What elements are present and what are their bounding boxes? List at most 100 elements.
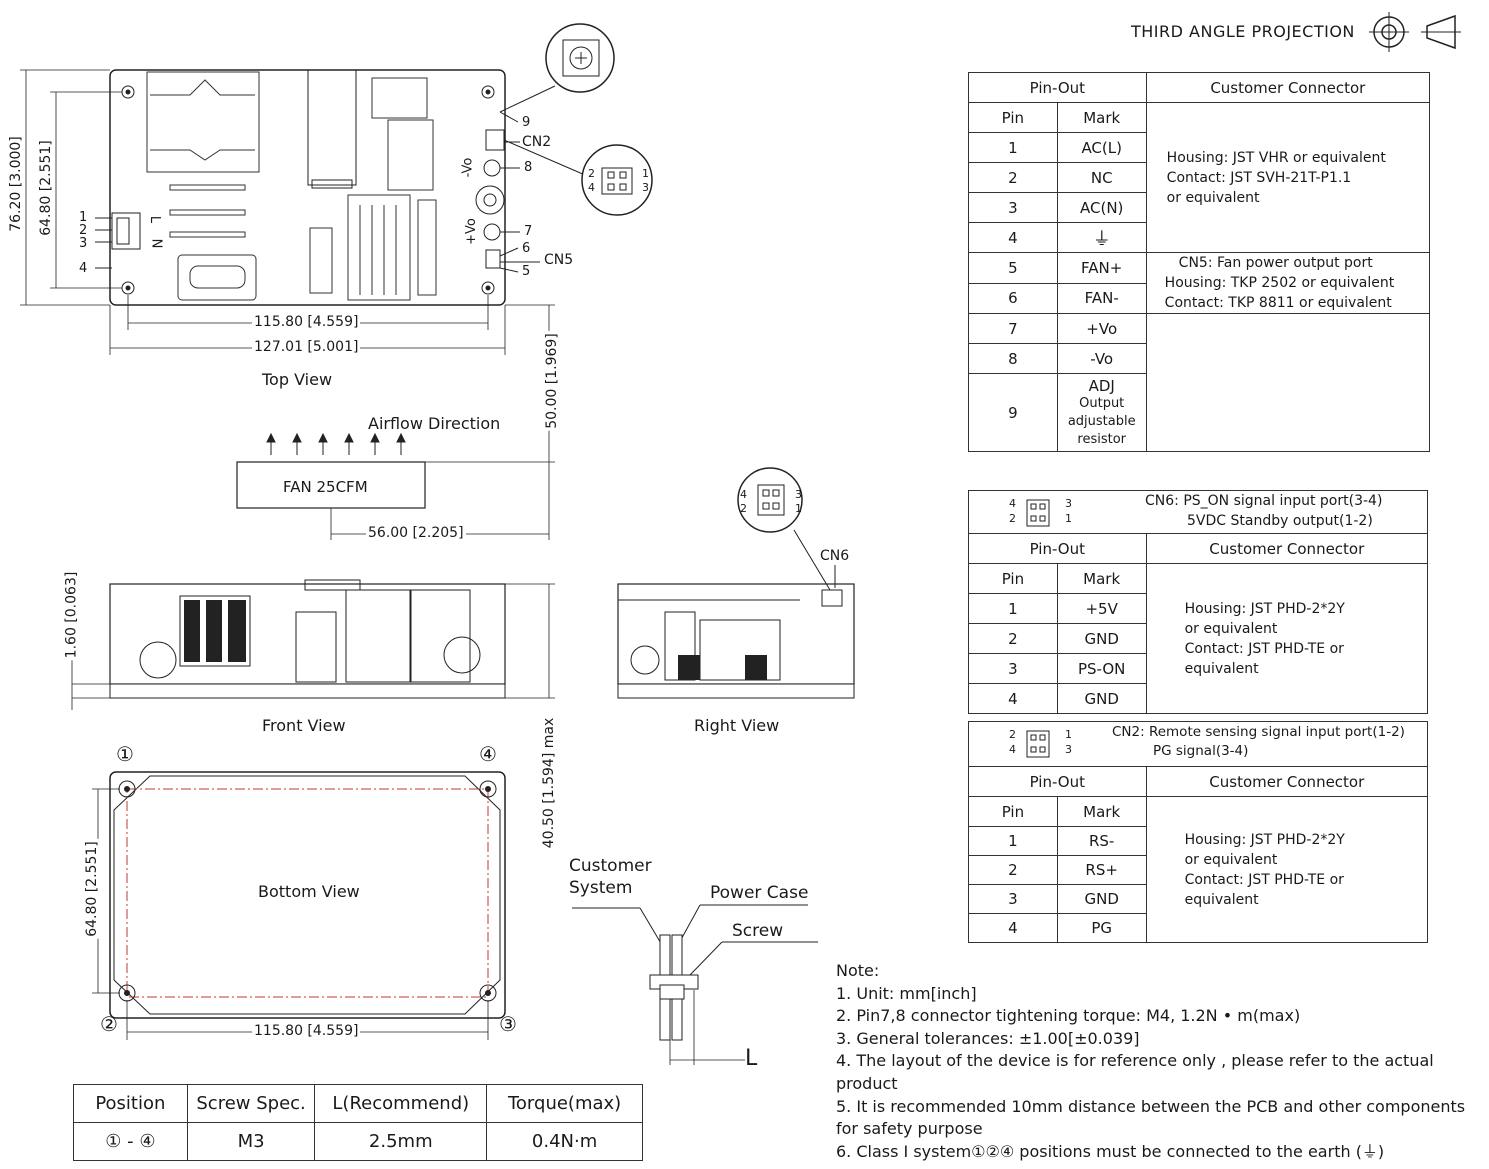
pin-cell: 3 (968, 884, 1058, 914)
pin-cell: 8 (968, 343, 1058, 374)
pin-cell: 4 (968, 913, 1058, 943)
connector-cell-b: CN5: Fan power output port Housing: TKP … (1145, 252, 1431, 314)
cn2-conn-line-2: or equivalent (1184, 851, 1278, 868)
notes-block: Note: 1. Unit: mm[inch] 2. Pin7,8 connec… (836, 960, 1486, 1163)
pin-cell: 2 (968, 623, 1058, 654)
screw-cell-spec: M3 (186, 1122, 316, 1161)
cn6-conn-line-1: Housing: JST PHD-2*2Y (1184, 600, 1345, 617)
l-label: L (745, 1046, 758, 1071)
mark-cell: FAN- (1056, 282, 1147, 314)
bottom-corner-2: ② (100, 1012, 118, 1036)
cn6-label: CN6 (820, 548, 850, 564)
cn6-zoom-pin-1: 1 (795, 502, 802, 515)
top-view-pin-6: 6 (522, 241, 531, 256)
screw-cell-torque: 0.4N·m (486, 1122, 643, 1161)
mark-cell: RS- (1056, 826, 1147, 856)
cn2-table-title: 2 1 4 3 CN2: Remote sensing signal input… (968, 721, 1428, 767)
note-2: 2. Pin7,8 connector tightening torque: M… (836, 1006, 1301, 1026)
cn6-connector-header: Customer Connector (1145, 533, 1429, 564)
cn2-connector-icon (1026, 730, 1050, 758)
note-5: 5. It is recommended 10mm distance betwe… (836, 1096, 1466, 1116)
pin-cell: 1 (968, 132, 1058, 163)
cn6-icon-pin-4: 4 (1009, 497, 1016, 510)
pinout-table-cn6: Pin-Out Customer Connector Pin Mark Hous… (968, 533, 1429, 714)
mark-cell: GND (1056, 683, 1147, 714)
dim-width-outer: 127.01 [5.001] (252, 339, 361, 355)
cn6-icon-pin-3: 3 (1065, 497, 1072, 510)
mark-cell: NC (1056, 162, 1147, 193)
top-view-pin-2: 2 (79, 223, 88, 238)
pinout-header: Pin-Out (968, 72, 1147, 103)
cn6-connector-icon (1026, 499, 1050, 527)
pin-cell: 5 (968, 252, 1058, 284)
connector-b-line-3: Contact: TKP 8811 or equivalent (1164, 295, 1392, 311)
cn2-pin-col-header: Pin (968, 796, 1058, 827)
screw-header-spec: Screw Spec. (186, 1084, 316, 1123)
pin-cell: 3 (968, 192, 1058, 223)
mark-cell: +5V (1056, 593, 1147, 624)
mount-detail-drawing (572, 904, 818, 1065)
mark-cell: -Vo (1056, 343, 1147, 374)
cn6-pin-col-header: Pin (968, 563, 1058, 594)
screw-header-length: L(Recommend) (314, 1084, 488, 1123)
top-view-pin-3: 3 (79, 236, 88, 251)
airflow-label: Airflow Direction (368, 414, 501, 433)
cn2-conn-line-1: Housing: JST PHD-2*2Y (1184, 831, 1345, 848)
earth-icon: ⏚ (1056, 222, 1147, 253)
screw-spec-table: Position Screw Spec. L(Recommend) Torque… (73, 1084, 643, 1161)
pin-cell: 1 (968, 593, 1058, 624)
top-view-pin-4: 4 (79, 261, 88, 276)
note-5-cont: for safety purpose (836, 1119, 983, 1139)
mark-adj-sub-2: adjustable (1067, 413, 1136, 429)
connector-cell-a: Housing: JST VHR or equivalent Contact: … (1145, 102, 1431, 253)
fan-label: FAN 25CFM (283, 478, 368, 496)
mark-cell: GND (1056, 623, 1147, 654)
mark-adj-sub-3: resistor (1077, 431, 1127, 447)
cn2-icon-pin-2: 2 (1009, 728, 1016, 741)
note-1: 1. Unit: mm[inch] (836, 983, 977, 1003)
top-view-drawing (20, 23, 653, 540)
cn6-zoom-pin-3: 3 (795, 488, 802, 501)
cn2-connector-header: Customer Connector (1145, 766, 1429, 797)
cn2-zoom-pin-2: 2 (588, 167, 595, 180)
dim-fan-offset: 56.00 [2.205] (366, 525, 466, 541)
connector-cell-empty (1145, 313, 1431, 452)
connector-a-line-1: Housing: JST VHR or equivalent (1166, 149, 1386, 166)
mark-cell: RS+ (1056, 855, 1147, 885)
front-view-title: Front View (262, 716, 346, 735)
connector-b-line-1: CN5: Fan power output port (1178, 255, 1373, 271)
cn5-label: CN5 (544, 252, 574, 268)
connector-a-line-3: or equivalent (1166, 189, 1260, 206)
mark-cell: PG (1056, 913, 1147, 943)
pin-cell: 3 (968, 653, 1058, 684)
note-4-cont: product (836, 1073, 898, 1093)
pinout-table-main: Pin-Out Customer Connector Pin Mark Hous… (968, 72, 1431, 452)
cn2-connector-cell: Housing: JST PHD-2*2Y or equivalent Cont… (1145, 796, 1429, 943)
dim-bottom-width: 115.80 [4.559] (252, 1023, 361, 1039)
cn6-pinout-header: Pin-Out (968, 533, 1147, 564)
pin-cell: 4 (968, 683, 1058, 714)
top-view-title: Top View (262, 370, 333, 389)
mark-cell: AC(L) (1056, 132, 1147, 163)
bottom-view-drawing (92, 771, 506, 1040)
cn6-title-line-1: CN6: PS_ON signal input port(3-4) (1145, 493, 1383, 509)
cn6-icon-pin-1: 1 (1065, 512, 1072, 525)
cn2-icon-pin-3: 3 (1065, 743, 1072, 756)
cn6-conn-line-4: equivalent (1184, 660, 1259, 677)
cn6-zoom-pin-4: 4 (740, 488, 747, 501)
note-3: 3. General tolerances: ±1.00[±0.039] (836, 1028, 1140, 1048)
pin-cell: 1 (968, 826, 1058, 856)
pin-cell: 4 (968, 222, 1058, 253)
bottom-corner-3: ③ (499, 1012, 517, 1036)
cn6-zoom-pin-2: 2 (740, 502, 747, 515)
customer-system-label-1: Customer (569, 856, 652, 876)
pin-cell: 9 (968, 373, 1058, 452)
cn2-conn-line-4: equivalent (1184, 891, 1259, 908)
notes-title: Note: (836, 961, 880, 980)
cn2-zoom-pin-3: 3 (642, 181, 649, 194)
cn2-title-line-2: PG signal(3-4) (1153, 743, 1249, 759)
cn6-icon-pin-2: 2 (1009, 512, 1016, 525)
pin-cell: 2 (968, 855, 1058, 885)
cn2-title-line-1: CN2: Remote sensing signal input port(1-… (1112, 724, 1405, 740)
cn2-conn-line-3: Contact: JST PHD-TE or (1184, 871, 1344, 888)
